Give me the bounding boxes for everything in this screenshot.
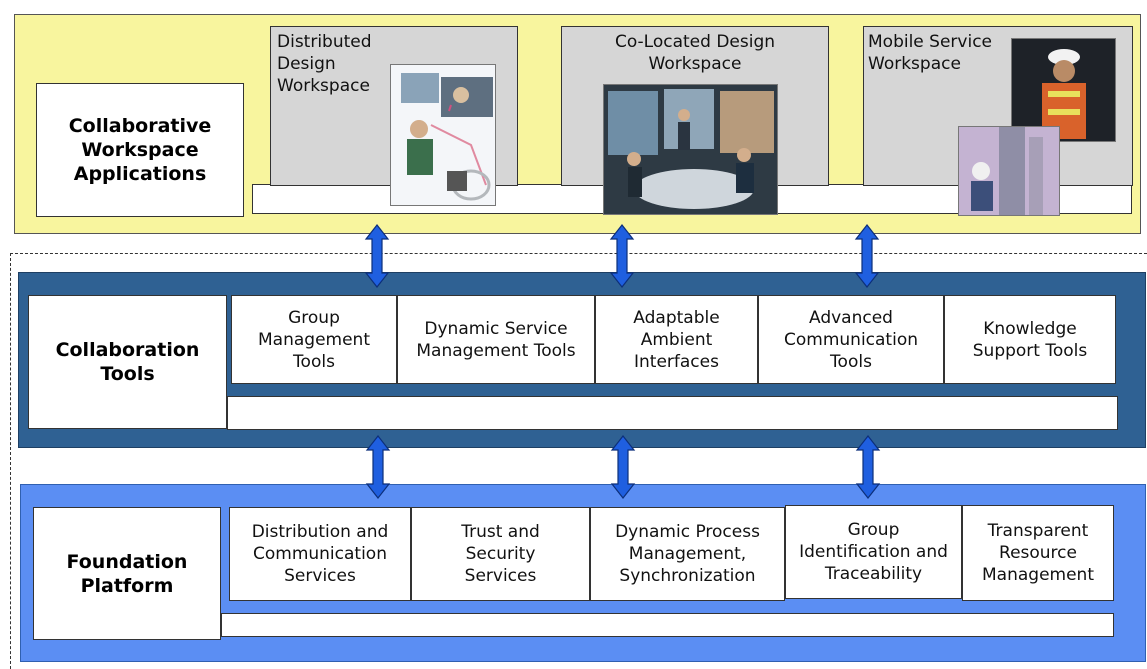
arrow-apps-tools-right [855, 224, 879, 288]
arrow-apps-tools-middle [610, 224, 634, 288]
workspace-distributed-label: Distributed Design Workspace [277, 32, 372, 96]
tool-adaptable-ambient-interfaces: Adaptable Ambient Interfaces [595, 295, 758, 384]
foundation-base-bar [221, 613, 1114, 637]
tools-layer-title: Collaboration Tools [28, 295, 227, 429]
mobile-service-image [958, 126, 1060, 216]
layer-separator [10, 253, 1147, 254]
arrow-tools-foundation-left [366, 435, 390, 499]
mobile-worker-image [1011, 38, 1116, 142]
tool-knowledge-support: Knowledge Support Tools [944, 295, 1116, 384]
foundation-transparent-resource: Transparent Resource Management [962, 505, 1114, 601]
distributed-workspace-image [390, 64, 496, 206]
applications-layer-title: Collaborative Workspace Applications [36, 83, 244, 217]
foundation-dynamic-process: Dynamic Process Management, Synchronizat… [590, 507, 785, 601]
tool-group-management: Group Management Tools [231, 295, 397, 384]
arrow-tools-foundation-right [856, 435, 880, 499]
tool-advanced-communication: Advanced Communication Tools [758, 295, 944, 384]
foundation-trust-security: Trust and Security Services [411, 507, 590, 601]
tool-dynamic-service-management: Dynamic Service Management Tools [397, 295, 595, 384]
arrow-tools-foundation-middle [611, 435, 635, 499]
workspace-colocated-label: Co-Located Design Workspace [614, 32, 776, 74]
foundation-group-identification: Group Identification and Traceability [785, 505, 962, 599]
foundation-layer-title: Foundation Platform [33, 507, 221, 640]
tools-base-bar [227, 396, 1118, 430]
layer-separator-vertical [10, 253, 11, 669]
foundation-distribution-communication: Distribution and Communication Services [229, 507, 411, 601]
workspace-mobile-label: Mobile Service Workspace [868, 32, 992, 74]
colocated-workspace-image [603, 84, 778, 215]
arrow-apps-tools-left [365, 224, 389, 288]
